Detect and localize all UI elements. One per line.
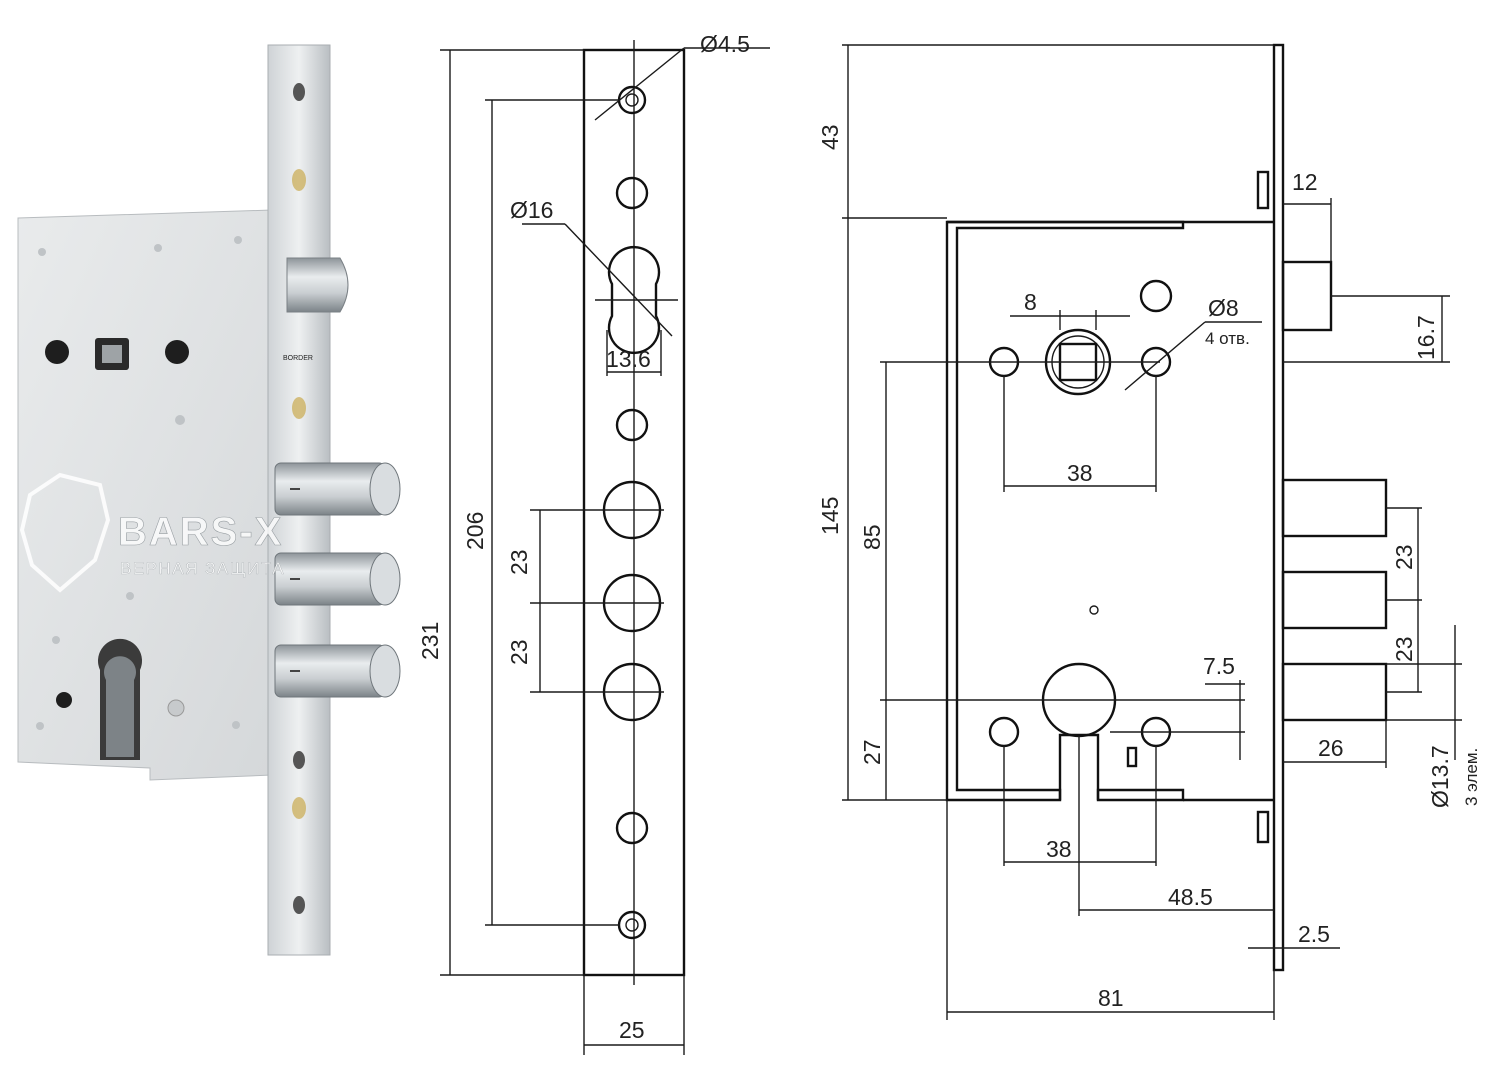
- dim-cylinder-offset: 7.5: [1203, 653, 1235, 679]
- dim-fp-bolt-spacing-1: 23: [506, 549, 532, 575]
- dim-plate-thickness: 2.5: [1298, 921, 1330, 947]
- watermark-subtitle: ВЕРНАЯ ЗАЩИТА: [120, 559, 285, 578]
- dim-case-depth: 81: [1098, 985, 1124, 1011]
- dim-cylinder-to-bottom: 27: [859, 739, 885, 765]
- dim-hole-spindle: Ø16: [510, 197, 553, 223]
- dim-bolt-projection: 26: [1318, 735, 1344, 761]
- side-view-drawing: 43 145 85 27 8 Ø8 4 отв. 38 38 12: [817, 43, 1481, 1020]
- dim-mount-hole-count: 4 отв.: [1205, 329, 1250, 348]
- dim-backset: 48.5: [1168, 884, 1213, 910]
- dim-bolt-count: 3 элем.: [1462, 748, 1481, 806]
- dim-plate-width: 25: [619, 1017, 645, 1043]
- photo-brand-stamp: BORDER: [283, 355, 313, 362]
- dim-mount-spacing-top: 38: [1067, 460, 1093, 486]
- side-faceplate: [1272, 43, 1285, 972]
- dim-mount-spacing-bottom: 38: [1046, 836, 1072, 862]
- dim-spindle-width: 13.6: [606, 346, 651, 372]
- dim-hole-small-top: Ø4.5: [700, 31, 750, 57]
- dim-total-height: 231: [417, 622, 443, 660]
- dim-fp-bolt-spacing-2: 23: [506, 639, 532, 665]
- lock-photo: BORDER: [17, 44, 401, 956]
- watermark-title: BARS-X: [118, 510, 283, 554]
- photo-latch: [286, 257, 349, 313]
- dim-side-bolt-spacing-2: 23: [1391, 636, 1417, 662]
- dim-latch-depth: 12: [1292, 169, 1318, 195]
- dim-bolt-diameter: Ø13.7: [1427, 745, 1453, 808]
- dim-side-bolt-spacing-1: 23: [1391, 544, 1417, 570]
- dim-top-offset: 43: [817, 124, 843, 150]
- watermark: BARS-X ВЕРНАЯ ЗАЩИТА: [19, 472, 285, 593]
- dim-screw-spacing: 206: [462, 512, 488, 550]
- dim-case-height: 145: [817, 497, 843, 535]
- dim-mount-hole: Ø8: [1208, 295, 1239, 321]
- dim-square-size: 8: [1024, 289, 1037, 315]
- dim-latch-height: 16.7: [1413, 315, 1439, 360]
- photo-bolts: [274, 462, 401, 698]
- faceplate-drawing: Ø4.5 Ø16 13.6 23 23 231 206: [417, 31, 770, 1055]
- dim-spindle-to-cylinder: 85: [859, 524, 885, 550]
